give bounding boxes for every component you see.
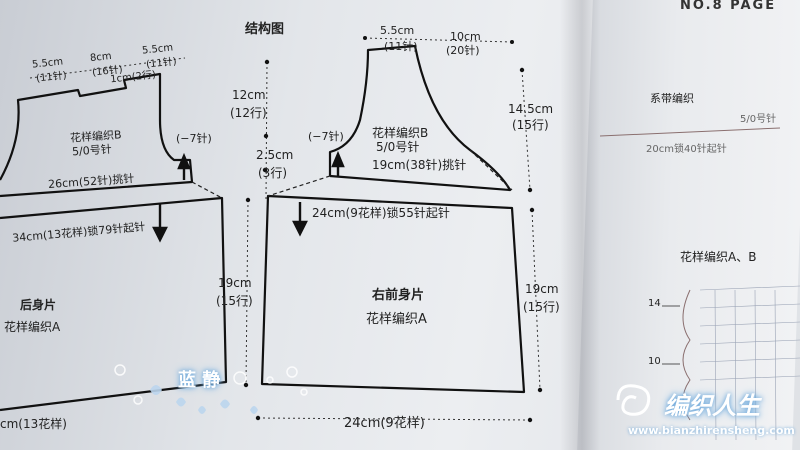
chart-edge-lace [682, 289, 691, 421]
front-side-dim-line [521, 69, 531, 191]
front-seam-dashed [267, 175, 331, 197]
front-body-dim-line [531, 209, 541, 391]
back-bottom-dim: cm(13花样) [0, 417, 67, 431]
front-chain-start: 24cm(9花样)锁55针起针 [312, 206, 450, 220]
back-piece-pattern: 花样编织A [4, 320, 61, 334]
book-spine-shadow [560, 0, 600, 450]
chart-row-10: 10 [648, 356, 661, 367]
front-side-cm: 14.5cm [508, 102, 554, 116]
tie-chain: 20cm锁40针起针 [646, 144, 727, 155]
front-right-seam-dashed [469, 149, 513, 191]
yoke-cm: 12cm [232, 88, 266, 102]
front-top-width: 5.5cm [380, 24, 415, 37]
chart-row-14: 14 [648, 298, 661, 309]
front-pickup: 19cm(38针)挑针 [372, 158, 467, 172]
back-piece-name: 后身片 [20, 298, 57, 312]
body-rows-left: (15行) [216, 294, 253, 308]
site-logo-icon [612, 380, 656, 420]
front-side-rows: (15行) [512, 118, 549, 132]
front-right-sts: (20针) [446, 44, 480, 57]
front-bottom-dim-line [257, 417, 531, 421]
chart-title: 花样编织A、B [680, 250, 757, 264]
front-body-outline [260, 194, 526, 394]
band-cm: 2.5cm [256, 148, 294, 162]
back-seam-dashed [191, 181, 223, 199]
right-page-header: NO.8 PAGE [680, 0, 777, 13]
watermark-site-url: www.bianzhirensheng.com [628, 424, 795, 437]
body-rows-right: (15行) [523, 300, 560, 314]
back-decrease: (−7针) [176, 132, 212, 145]
front-needle: 5/0号针 [376, 140, 420, 154]
front-pattern-b: 花样编织B [372, 126, 429, 140]
back-top-dim-line [29, 57, 186, 79]
tie-needle: 5/0号针 [740, 114, 777, 125]
body-dim-line-left [245, 199, 249, 386]
yoke-dim-line [265, 61, 268, 201]
front-bottom-dim: 24cm(9花样) [344, 416, 425, 431]
front-yoke-outline [328, 44, 512, 192]
front-top-sts: (11针) [384, 40, 418, 53]
front-piece-name: 右前身片 [372, 288, 425, 303]
front-piece-pattern: 花样编织A [366, 312, 427, 327]
watermark-site-cn: 编织人生 [664, 392, 760, 420]
yoke-rows: (12行) [230, 106, 267, 120]
front-decrease: (−7针) [308, 130, 344, 143]
body-cm-right: 19cm [525, 282, 559, 296]
diagram-title: 结构图 [245, 22, 285, 37]
front-right-width: 10cm [450, 30, 481, 43]
body-cm-left: 19cm [218, 276, 252, 290]
band-rows: (3行) [258, 166, 287, 180]
tie-title: 系带编织 [650, 92, 694, 105]
back-yoke-outline [0, 72, 194, 198]
watermark-name: 蓝 静 [178, 370, 221, 391]
back-body-outline [0, 196, 228, 412]
tie-chain-line [599, 127, 781, 137]
